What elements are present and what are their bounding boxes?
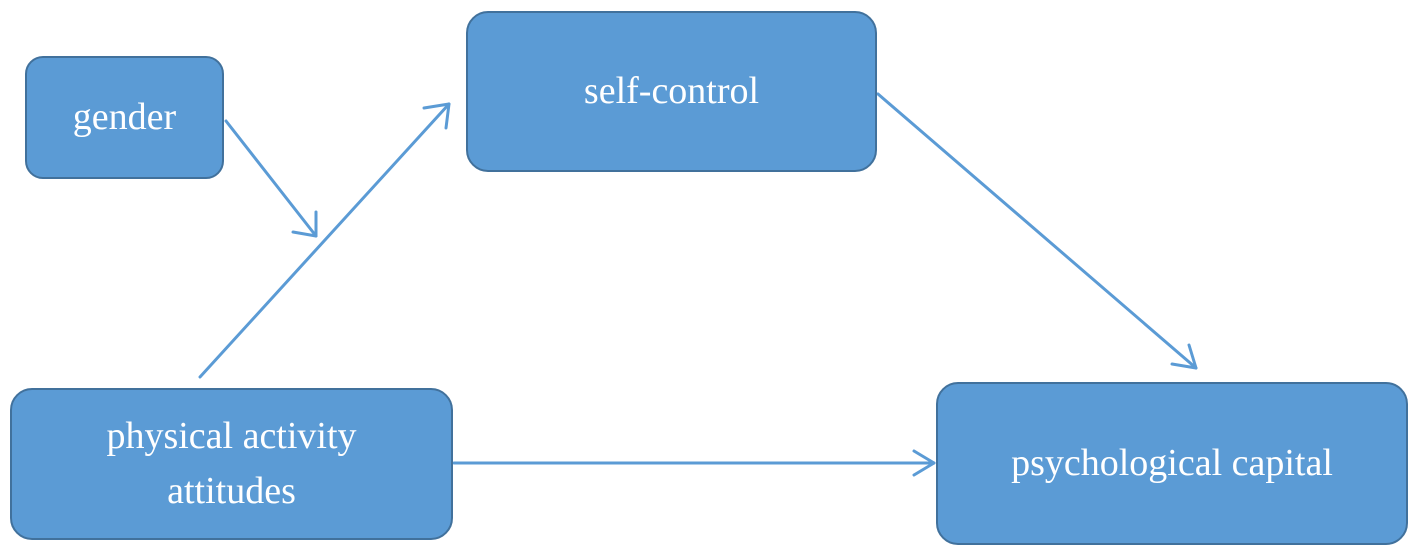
arrow-self-control-to-pc [876,92,1198,370]
arrow-gender-to-path [224,119,318,238]
node-psychological-capital-label: psychological capital [1011,441,1333,484]
node-psychological-capital: psychological capital [936,382,1408,545]
node-self-control: self-control [466,11,877,172]
node-physical-activity-attitudes-line-1: physical activity [106,414,357,457]
node-gender-label: gender [72,95,177,138]
node-physical-activity-attitudes: physical activity attitudes [10,388,453,540]
node-self-control-label: self-control [583,69,760,112]
node-gender: gender [25,56,224,179]
arrow-pa-to-self-control [198,102,451,379]
node-physical-activity-attitudes-line-2: attitudes [167,470,296,512]
arrow-pa-to-pc [452,449,936,477]
